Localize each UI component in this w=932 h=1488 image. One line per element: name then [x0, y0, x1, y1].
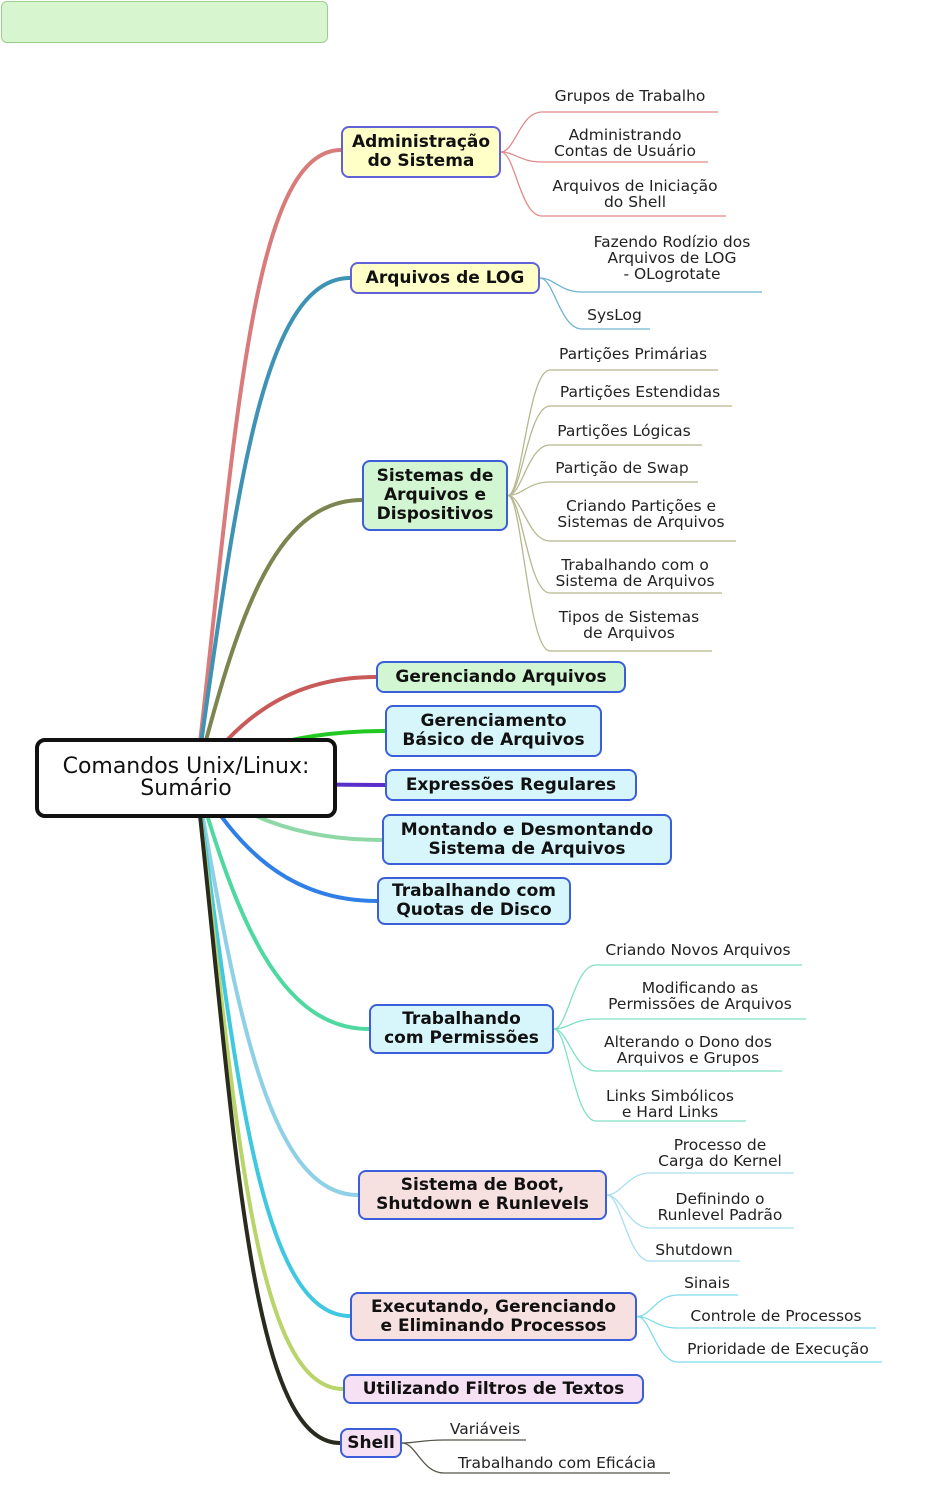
- top-banner: [1, 1, 328, 43]
- branch-gerenciando-arquivos[interactable]: Gerenciando Arquivos: [376, 661, 626, 693]
- branch-connector-trabalhando: [194, 776, 371, 1031]
- leaf-variaveis[interactable]: Variáveis: [449, 1420, 521, 1438]
- leaf-tipos-de-sistemas-de-arquivos[interactable]: Tipos de Sistemas de Arquivos: [558, 608, 700, 642]
- leaf-connector: [507, 494, 551, 652]
- leaf-connector: [636, 1315, 679, 1363]
- leaf-connector: [636, 1294, 679, 1318]
- leaf-administrando-contas-de-usuario[interactable]: Administrando Contas de Usuário: [554, 126, 696, 160]
- leaf-connector: [507, 494, 551, 542]
- branch-trabalhando-com-permissoes[interactable]: Trabalhando com Permissões: [369, 1004, 554, 1054]
- leaf-connector: [553, 1018, 597, 1030]
- leaf-shutdown[interactable]: Shutdown: [655, 1241, 733, 1259]
- leaf-connector: [553, 1028, 597, 1072]
- branch-montando-e-desmontando-sistema-de-arquivos[interactable]: Montando e Desmontando Sistema de Arquiv…: [382, 814, 672, 865]
- leaf-prioridade-de-execucao[interactable]: Prioridade de Execução: [687, 1340, 869, 1358]
- leaf-connector: [606, 1194, 651, 1262]
- branch-sistemas-de-arquivos-e-dispositivos[interactable]: Sistemas de Arquivos e Dispositivos: [362, 460, 508, 531]
- leaf-criando-novos-arquivos[interactable]: Criando Novos Arquivos: [605, 941, 791, 959]
- branch-arquivos-de-log[interactable]: Arquivos de LOG: [350, 262, 540, 294]
- branch-executando-gerenciando-e-eliminando-processos[interactable]: Executando, Gerenciando e Eliminando Pro…: [350, 1292, 637, 1341]
- leaf-connector: [401, 1442, 445, 1474]
- branch-utilizando-filtros-de-textos[interactable]: Utilizando Filtros de Textos: [343, 1374, 644, 1404]
- leaf-connector: [553, 964, 597, 1030]
- leaf-arquivos-de-iniciacao-do-shell[interactable]: Arquivos de Iniciação do Shell: [552, 177, 718, 211]
- leaf-particao-de-swap[interactable]: Partição de Swap: [555, 459, 689, 477]
- leaf-trabalhando-com-o-sistema-de-arquivos[interactable]: Trabalhando com o Sistema de Arquivos: [555, 556, 715, 590]
- branch-connector-administracao: [194, 148, 343, 780]
- leaf-connector: [507, 444, 551, 497]
- root-node[interactable]: Comandos Unix/Linux: Sumário: [35, 738, 337, 818]
- leaf-connector: [553, 1028, 597, 1122]
- leaf-connector: [507, 369, 551, 497]
- branch-connector-sistema-de-boot: [194, 776, 360, 1197]
- leaf-connector: [539, 277, 583, 330]
- leaf-particoes-logicas[interactable]: Partições Lógicas: [557, 422, 691, 440]
- branch-connector-sistemas-de: [194, 498, 364, 780]
- branch-gerenciamento-basico-de-arquivos[interactable]: Gerenciamento Básico de Arquivos: [385, 705, 602, 757]
- leaf-connector: [500, 111, 543, 153]
- branch-trabalhando-com-quotas-de-disco[interactable]: Trabalhando com Quotas de Disco: [377, 877, 571, 925]
- branch-administracao-do-sistema[interactable]: Administração do Sistema: [341, 126, 501, 178]
- leaf-connector: [636, 1315, 679, 1329]
- leaf-criando-particoes-e-sistemas-de-arquivos[interactable]: Criando Partições e Sistemas de Arquivos: [557, 497, 725, 531]
- leaf-links-simbolicos-e-hard-links[interactable]: Links Simbólicos e Hard Links: [605, 1087, 734, 1121]
- leaf-connector: [500, 151, 543, 217]
- branch-connector-arquivos-de-log: [194, 276, 352, 780]
- branch-expressoes-regulares[interactable]: Expressões Regulares: [385, 769, 637, 801]
- branch-connector-utilizando-filtros-de-textos: [194, 776, 345, 1391]
- leaf-processo-de-carga-do-kernel[interactable]: Processo de Carga do Kernel: [658, 1136, 782, 1170]
- leaf-particoes-primarias[interactable]: Partições Primárias: [558, 345, 708, 363]
- leaf-fazendo-rodizio-dos-arquivos-de-log-ologrotate[interactable]: Fazendo Rodízio dos Arquivos de LOG - OL…: [593, 233, 751, 283]
- leaf-alterando-o-dono-dos-arquivos-e-grupos[interactable]: Alterando o Dono dos Arquivos e Grupos: [604, 1033, 772, 1067]
- branch-sistema-de-boot-shutdown-e-runlevels[interactable]: Sistema de Boot, Shutdown e Runlevels: [358, 1170, 607, 1220]
- leaf-modificando-as-permissoes-de-arquivos[interactable]: Modificando as Permissões de Arquivos: [608, 979, 792, 1013]
- leaf-connector: [507, 405, 551, 497]
- leaf-connector: [606, 1172, 651, 1196]
- leaf-connector: [401, 1439, 445, 1444]
- leaf-definindo-o-runlevel-padrao[interactable]: Definindo o Runlevel Padrão: [657, 1190, 783, 1224]
- branch-connector-shell: [194, 776, 342, 1445]
- leaf-trabalhando-com-eficacia[interactable]: Trabalhando com Eficácia: [457, 1454, 657, 1472]
- leaf-grupos-de-trabalho[interactable]: Grupos de Trabalho: [554, 87, 706, 105]
- leaf-connector: [500, 151, 543, 163]
- leaf-controle-de-processos[interactable]: Controle de Processos: [690, 1307, 862, 1325]
- leaf-particoes-estendidas[interactable]: Partições Estendidas: [559, 383, 721, 401]
- leaf-sinais[interactable]: Sinais: [684, 1274, 730, 1292]
- branch-connector-executando-gerenciando: [194, 776, 352, 1318]
- leaf-connector: [507, 481, 551, 497]
- leaf-syslog[interactable]: SysLog: [587, 306, 642, 324]
- leaf-connector: [507, 494, 551, 594]
- leaf-connector: [539, 277, 583, 293]
- branch-shell[interactable]: Shell: [340, 1428, 402, 1458]
